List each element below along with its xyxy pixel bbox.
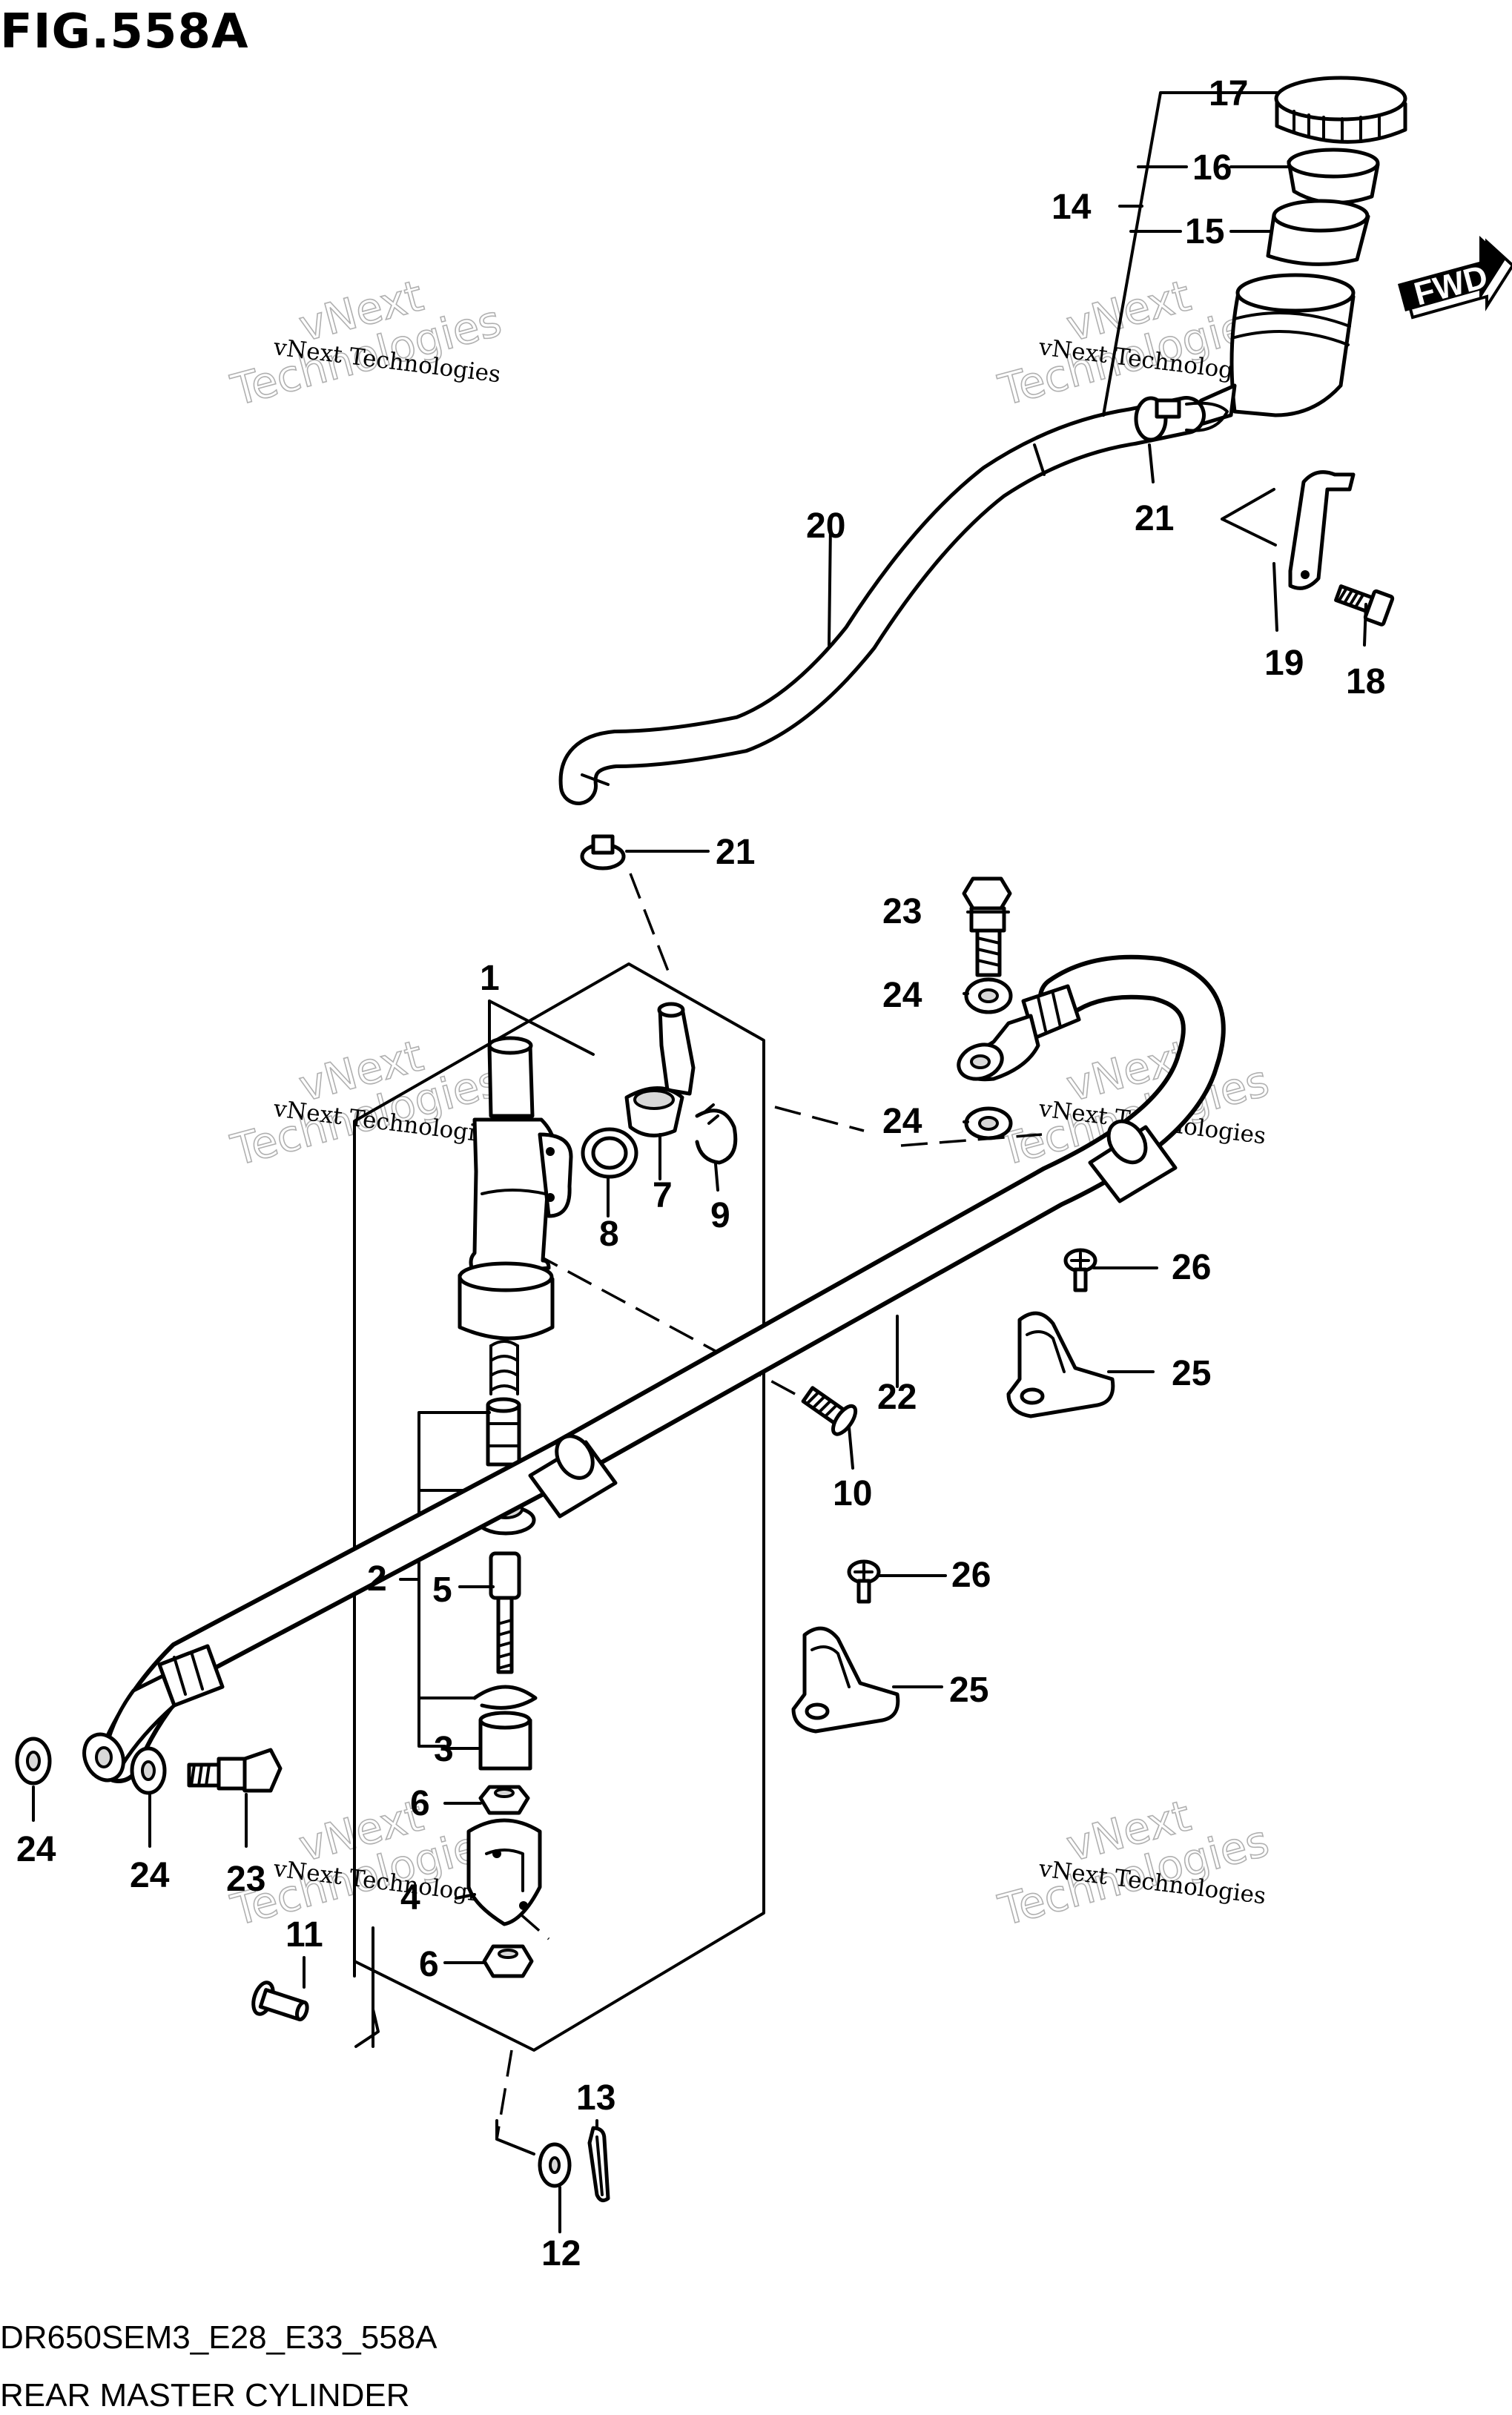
screw-26-lower — [847, 1559, 881, 1604]
circlip — [472, 1685, 538, 1710]
reservoir-cap — [1274, 76, 1407, 144]
callout-6-lower: 6 — [419, 1945, 439, 1984]
callout-17: 17 — [1209, 74, 1248, 113]
washer-24-c — [15, 1737, 52, 1785]
callout-10: 10 — [833, 1474, 872, 1513]
callout-labels: 1 2 3 4 5 6 6 7 8 9 10 11 12 13 14 15 16… — [16, 74, 1385, 2273]
callout-3: 3 — [434, 1730, 454, 1769]
retaining-ring — [695, 1103, 738, 1165]
callout-24-b: 24 — [882, 1102, 922, 1141]
callout-8: 8 — [599, 1215, 619, 1254]
o-ring — [581, 1127, 638, 1179]
reservoir-bracket — [1288, 470, 1356, 590]
fwd-arrow-icon: FWD — [1398, 236, 1512, 320]
watermark-group: vNext Technologies vNext Technologies vN… — [225, 270, 1275, 1937]
callout-20: 20 — [806, 506, 845, 546]
callout-13: 13 — [576, 2078, 615, 2118]
callout-14: 14 — [1052, 188, 1092, 227]
union-bolt-lower — [187, 1748, 283, 1793]
bolt-10 — [801, 1386, 858, 1436]
master-cylinder-body — [458, 1036, 573, 1341]
callout-23-upper: 23 — [882, 892, 922, 931]
inlet-connector — [624, 1002, 696, 1137]
washer-12 — [538, 2142, 572, 2188]
callout-25-upper: 25 — [1172, 1354, 1211, 1393]
washer-24-d — [130, 1746, 167, 1795]
callout-24-c: 24 — [16, 1830, 56, 1869]
dust-boot — [478, 1711, 532, 1771]
figure-code: DR650SEM3_E28_E33_558A — [0, 2319, 438, 2356]
callout-21-lower: 21 — [716, 833, 755, 872]
callout-18: 18 — [1346, 662, 1385, 701]
push-rod — [489, 1551, 521, 1674]
callout-25-lower: 25 — [949, 1671, 988, 1710]
bracket-bolt — [1334, 584, 1395, 627]
hose-clamp-upper — [1134, 396, 1181, 442]
reservoir-diaphragm — [1266, 199, 1370, 266]
clevis — [466, 1818, 542, 1926]
callout-26-upper: 26 — [1172, 1248, 1211, 1287]
callout-19: 19 — [1264, 644, 1304, 683]
lock-nut-upper — [478, 1785, 530, 1815]
callout-2: 2 — [367, 1559, 387, 1599]
callout-12: 12 — [541, 2234, 581, 2273]
washer-24-b — [964, 1106, 1013, 1140]
callout-9: 9 — [710, 1196, 730, 1235]
callout-24-d: 24 — [130, 1856, 170, 1895]
hose-fitting-lower — [82, 1644, 225, 1783]
piston-spring — [489, 1340, 519, 1395]
callout-1: 1 — [480, 959, 500, 998]
piston — [486, 1397, 521, 1467]
reservoir-plate — [1287, 148, 1380, 205]
hose-guide-upper — [1006, 1311, 1115, 1418]
cotter-pin — [587, 2126, 610, 2203]
callout-22: 22 — [877, 1378, 917, 1417]
washer-24-a — [964, 977, 1013, 1014]
callout-5: 5 — [432, 1570, 452, 1610]
hose-guide-lower — [791, 1626, 900, 1734]
hose-clamp-lower — [580, 834, 626, 870]
clevis-pin — [251, 1980, 309, 2022]
figure-caption: REAR MASTER CYLINDER — [0, 2377, 410, 2414]
callout-6-upper: 6 — [410, 1784, 430, 1823]
callout-21-upper: 21 — [1135, 499, 1174, 538]
figure-title: FIG.558A — [0, 4, 249, 59]
callout-26-lower: 26 — [951, 1556, 991, 1595]
callout-7: 7 — [653, 1176, 673, 1215]
callout-16: 16 — [1192, 148, 1232, 188]
hose-fitting-upper — [957, 984, 1081, 1082]
callout-11: 11 — [285, 1915, 323, 1955]
lock-nut-lower — [482, 1944, 534, 1978]
reservoir-hose — [562, 400, 1202, 802]
callout-24-a: 24 — [882, 976, 922, 1015]
screw-26-upper — [1063, 1248, 1097, 1292]
union-bolt-upper — [962, 876, 1012, 977]
callout-15: 15 — [1185, 212, 1224, 251]
callout-4: 4 — [400, 1878, 420, 1917]
callout-23-lower: 23 — [226, 1860, 265, 1899]
